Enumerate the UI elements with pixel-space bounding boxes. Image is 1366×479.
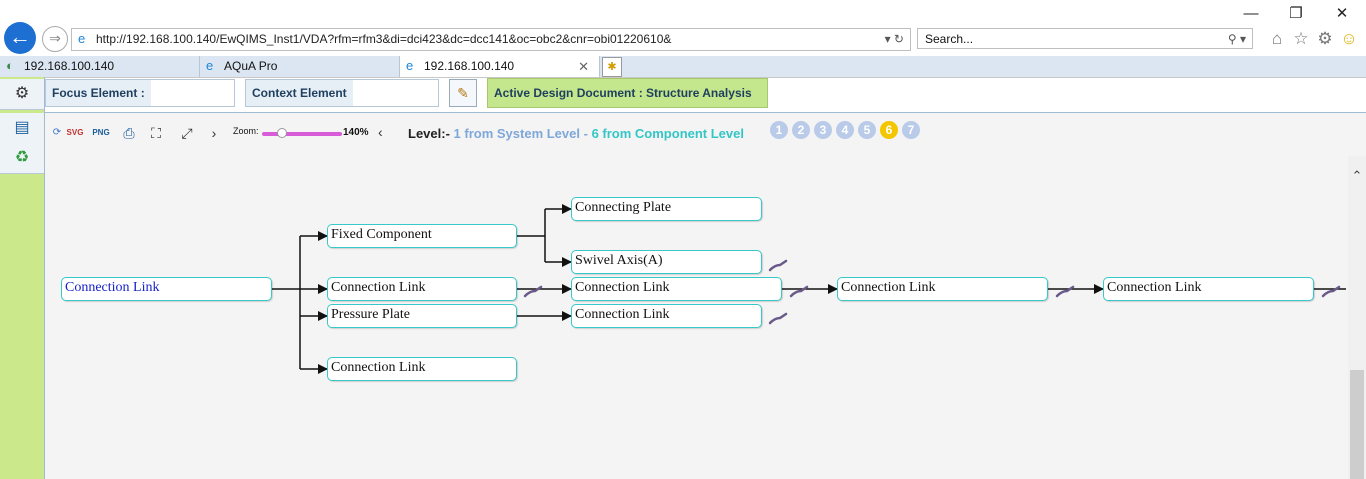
close-window-icon[interactable]: ✕ — [1335, 5, 1349, 22]
minimize-icon[interactable]: — — [1243, 5, 1259, 22]
tab-3-active[interactable]: e 192.168.100.140 ✕ — [400, 56, 600, 77]
refresh-diagram-icon[interactable]: ⟳ — [52, 127, 62, 138]
chevron-right-icon[interactable]: › — [211, 125, 217, 141]
node-connection-link-e[interactable]: Connection Link — [837, 277, 1048, 301]
scrollbar-thumb[interactable] — [1350, 370, 1364, 479]
tab-3-label: 192.168.100.140 — [424, 59, 515, 73]
node-swivel-axis[interactable]: Swivel Axis(A) — [571, 250, 762, 274]
back-arrow-icon[interactable]: ← — [4, 22, 36, 54]
ie-page-icon: e — [406, 58, 414, 73]
level-button-2[interactable]: 2 — [792, 121, 810, 139]
node-connecting-plate[interactable]: Connecting Plate — [571, 197, 762, 221]
level-separator: - — [583, 126, 588, 141]
tab-bar: ◐ 192.168.100.140 e AQuA Pro e 192.168.1… — [0, 56, 1366, 78]
node-connection-link-d[interactable]: Connection Link — [571, 304, 762, 328]
ie-page-icon: e — [206, 58, 214, 73]
search-placeholder: Search... — [925, 32, 974, 46]
print-icon[interactable]: ⎙ — [123, 125, 135, 141]
level-button-6-current[interactable]: 6 — [880, 121, 898, 139]
node-connection-link-a[interactable]: Connection Link — [327, 277, 517, 301]
settings-icon[interactable]: ⚙ — [0, 79, 44, 110]
zoom-label: Zoom: — [233, 126, 259, 136]
zoom-value: 140% — [343, 127, 369, 138]
zoom-slider-handle[interactable] — [277, 128, 287, 138]
node-fixed-component[interactable]: Fixed Component — [327, 224, 517, 248]
level-button-1[interactable]: 1 — [770, 121, 788, 139]
export-png-icon[interactable]: PNG — [92, 128, 110, 137]
context-element-box: Context ElementBreak System — [245, 79, 439, 126]
level-button-3[interactable]: 3 — [814, 121, 832, 139]
favorites-star-icon[interactable]: ☆ — [1293, 29, 1309, 48]
ie-page-icon: e — [78, 31, 86, 46]
export-svg-icon[interactable]: SVG — [66, 128, 84, 137]
level-button-5[interactable]: 5 — [858, 121, 876, 139]
node-pressure-plate[interactable]: Pressure Plate — [327, 304, 517, 328]
node-connection-link-c[interactable]: Connection Link — [571, 277, 782, 301]
fit-to-screen-icon[interactable]: ⛶ — [151, 125, 161, 141]
settings-gear-icon[interactable]: ⚙ — [1317, 29, 1333, 48]
search-icon[interactable]: ⚲ ▾ — [1227, 32, 1246, 46]
recycle-icon[interactable]: ♻ — [0, 143, 44, 174]
level-component: 6 from Component Level — [591, 126, 744, 141]
restore-icon[interactable]: ❐ — [1289, 5, 1303, 22]
level-button-4[interactable]: 4 — [836, 121, 854, 139]
tab-2-label: AQuA Pro — [224, 59, 278, 73]
node-root-connection-link[interactable]: Connection Link — [61, 277, 272, 301]
tab-1[interactable]: ◐ 192.168.100.140 — [0, 56, 200, 77]
expand-icon[interactable]: ⤢ — [181, 125, 193, 141]
new-tab-icon[interactable]: ✱ — [602, 57, 622, 77]
context-element-label: Context Element — [246, 80, 353, 106]
node-connection-link-b[interactable]: Connection Link — [327, 357, 517, 381]
edit-document-icon[interactable]: ✎ — [449, 79, 477, 107]
close-tab-icon[interactable]: ✕ — [578, 59, 589, 74]
focus-element-box: Focus Element :Break System — [45, 79, 235, 126]
zoom-slider[interactable] — [262, 132, 342, 136]
active-design-document: Active Design Document : Structure Analy… — [487, 78, 768, 108]
home-icon[interactable]: ⌂ — [1271, 29, 1283, 48]
smiley-feedback-icon[interactable]: ☺ — [1340, 29, 1358, 48]
refresh-icon[interactable]: ▾ ↻ — [884, 32, 904, 46]
monitor-icon[interactable]: ▤ — [0, 113, 44, 144]
level-prefix: Level:- — [408, 126, 450, 141]
tab-2[interactable]: e AQuA Pro — [200, 56, 400, 77]
forward-arrow-icon[interactable]: ⇒ — [42, 26, 68, 52]
address-bar[interactable]: e http://192.168.100.140/EwQIMS_Inst1/VDA… — [71, 28, 911, 51]
node-connection-link-f[interactable]: Connection Link — [1103, 277, 1314, 301]
search-input[interactable]: Search... ⚲ ▾ — [917, 28, 1253, 49]
app-logo-icon: ◐ — [6, 58, 14, 73]
level-indicator: Level:- 1 from System Level - 6 from Com… — [408, 126, 744, 141]
focus-element-label: Focus Element : — [46, 80, 151, 106]
address-url: http://192.168.100.140/EwQIMS_Inst1/VDA?… — [96, 32, 672, 46]
level-system: 1 from System Level — [453, 126, 580, 141]
scroll-up-icon[interactable]: ⌃ — [1351, 168, 1363, 183]
level-button-7[interactable]: 7 — [902, 121, 920, 139]
chevron-left-icon[interactable]: ‹ — [378, 124, 383, 140]
tab-1-label: 192.168.100.140 — [24, 59, 115, 73]
